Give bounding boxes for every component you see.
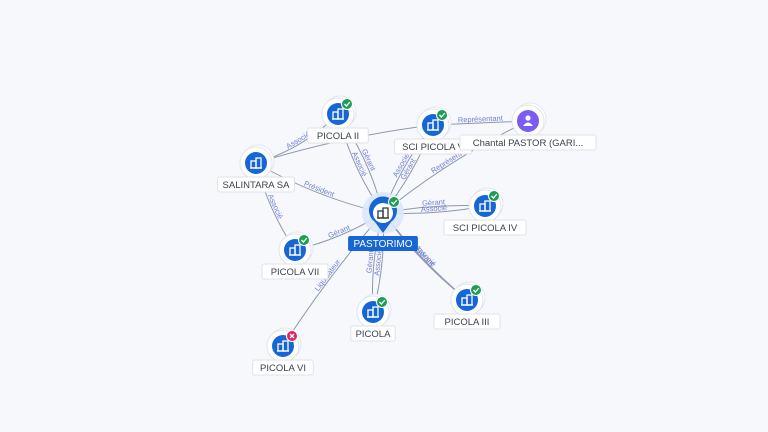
node-label-box xyxy=(350,325,396,342)
node-center[interactable]: PASTORIMO xyxy=(348,192,418,251)
node-sci-picola-v[interactable]: SCI PICOLA V xyxy=(394,106,472,155)
building-icon xyxy=(479,200,491,212)
edge-label: Gérant xyxy=(422,197,446,208)
center-label: PASTORIMO xyxy=(353,239,412,250)
building-icon xyxy=(289,244,301,256)
active-check-icon xyxy=(470,284,482,296)
node-salintara[interactable]: SALINTARA SA xyxy=(217,144,295,193)
active-check-icon xyxy=(388,196,400,208)
node-label-box xyxy=(252,359,314,376)
nodes-layer: PICOLA II SCI PICOLA V Chantal PASTOR (GAR… xyxy=(217,95,597,376)
node-label-box xyxy=(217,176,295,193)
node-label-box xyxy=(443,219,527,236)
node-label: SCI PICOLA V xyxy=(402,142,464,153)
building-icon xyxy=(250,157,262,169)
node-picola-vi[interactable]: PICOLA VI xyxy=(252,327,314,376)
edge-label: Associé xyxy=(421,203,448,214)
closed-x-icon xyxy=(286,330,298,342)
building-icon xyxy=(461,294,473,306)
node-label: SALINTARA SA xyxy=(223,180,291,191)
node-label: PICOLA II xyxy=(317,131,359,142)
edge-label: Associé xyxy=(266,193,285,221)
node-label-box xyxy=(261,263,329,280)
building-icon xyxy=(377,207,389,219)
node-picola-iii[interactable]: PICOLA III xyxy=(433,281,501,330)
node-sci-picola-iv[interactable]: SCI PICOLA IV xyxy=(443,187,527,236)
node-label: PICOLA VI xyxy=(260,363,306,374)
edge-label: Associé xyxy=(372,249,384,276)
node-chantal[interactable]: Chantal PASTOR (GARI... xyxy=(459,102,597,151)
center-label-box xyxy=(348,236,418,251)
node-label-box xyxy=(307,127,369,144)
node-label: Chantal PASTOR (GARI... xyxy=(473,138,584,149)
building-icon xyxy=(277,340,289,352)
edge-label: Gérant xyxy=(364,249,375,274)
active-check-icon xyxy=(436,109,448,121)
active-check-icon xyxy=(298,234,310,246)
edge-label: Président xyxy=(303,179,337,199)
building-icon xyxy=(427,119,439,131)
person-icon xyxy=(523,115,533,126)
node-label-box xyxy=(459,134,597,151)
edge-label: Représentant xyxy=(458,114,504,125)
active-check-icon xyxy=(488,190,500,202)
building-icon xyxy=(367,306,379,318)
active-check-icon xyxy=(341,98,353,110)
node-label: PICOLA III xyxy=(445,317,490,328)
node-label: PICOLA xyxy=(356,329,392,340)
node-picola[interactable]: PICOLA xyxy=(350,293,396,342)
node-label: SCI PICOLA IV xyxy=(453,223,518,234)
node-picola-ii[interactable]: PICOLA II xyxy=(307,95,369,144)
active-check-icon xyxy=(376,296,388,308)
node-label-box xyxy=(433,313,501,330)
building-icon xyxy=(332,108,344,120)
node-label: PICOLA VII xyxy=(271,267,320,278)
node-picola-vii[interactable]: PICOLA VII xyxy=(261,231,329,280)
